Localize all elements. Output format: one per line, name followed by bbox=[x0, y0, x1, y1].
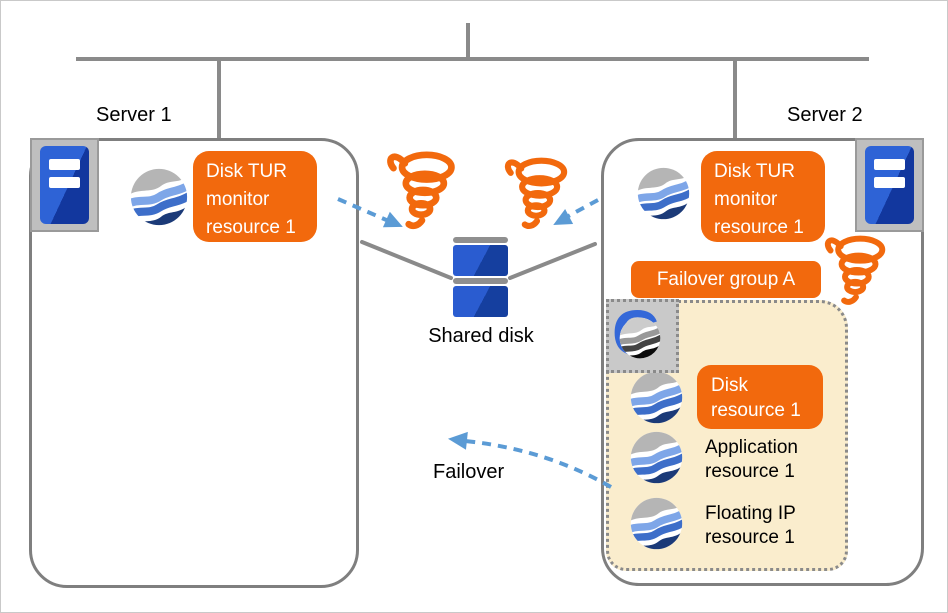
arrowhead bbox=[448, 431, 468, 450]
badge-line: Disk TUR bbox=[714, 161, 795, 182]
shared-disk-icon bbox=[453, 237, 508, 317]
resource-globe-icon bbox=[630, 371, 683, 424]
badge-line: resource 1 bbox=[714, 217, 804, 238]
server-tower-glyph bbox=[40, 146, 89, 224]
resource-globe-icon bbox=[630, 431, 683, 484]
badge-line: Disk TUR bbox=[206, 161, 287, 182]
badge-line: monitor bbox=[714, 189, 778, 210]
server1-label: Server 1 bbox=[96, 104, 172, 126]
disk-connector-line-left bbox=[360, 240, 453, 280]
badge-line: resource 1 bbox=[206, 217, 296, 238]
shared-disk-label: Shared disk bbox=[428, 325, 534, 347]
disk-tur-monitor-resource-badge: Disk TUR monitor resource 1 bbox=[193, 151, 317, 242]
application-resource-label: Application resource 1 bbox=[705, 436, 798, 484]
resource-globe-icon bbox=[130, 168, 188, 226]
badge-line: monitor bbox=[206, 189, 270, 210]
server-tower-icon bbox=[855, 138, 924, 232]
server2-label: Server 2 bbox=[787, 104, 863, 126]
badge-line: resource 1 bbox=[711, 400, 801, 421]
network-stub-line bbox=[466, 23, 470, 59]
server-tower-icon bbox=[30, 138, 99, 232]
disk-cap bbox=[453, 237, 508, 243]
label-line: Application bbox=[705, 437, 798, 458]
disk-resource-badge: Disk resource 1 bbox=[697, 365, 823, 429]
network-drop-server1 bbox=[217, 61, 221, 139]
disk-body bbox=[453, 245, 508, 276]
badge-line: Disk bbox=[711, 375, 748, 396]
failover-label: Failover bbox=[433, 461, 505, 483]
resource-globe-icon bbox=[637, 167, 690, 220]
server-tower-glyph bbox=[865, 146, 914, 224]
failover-group-a-badge: Failover group A bbox=[631, 261, 821, 298]
tornado-icon bbox=[384, 146, 460, 234]
network-bus-line bbox=[76, 57, 869, 61]
failover-group-a-label: Failover group A bbox=[656, 268, 796, 290]
label-line: resource 1 bbox=[705, 527, 795, 548]
group-globe-gray-icon bbox=[619, 317, 661, 359]
tornado-icon bbox=[502, 151, 572, 235]
disk-tur-monitor-resource-badge: Disk TUR monitor resource 1 bbox=[701, 151, 825, 242]
label-line: Floating IP bbox=[705, 503, 796, 524]
network-drop-server2 bbox=[733, 61, 737, 139]
tornado-icon bbox=[821, 231, 891, 309]
floating-ip-resource-label: Floating IP resource 1 bbox=[705, 502, 796, 550]
disk-connector-line-right bbox=[508, 242, 597, 280]
disk-body bbox=[453, 286, 508, 317]
resource-globe-icon bbox=[630, 497, 683, 550]
group-g-icon: G bbox=[606, 297, 679, 373]
disk-cap bbox=[453, 278, 508, 284]
label-line: resource 1 bbox=[705, 461, 795, 482]
